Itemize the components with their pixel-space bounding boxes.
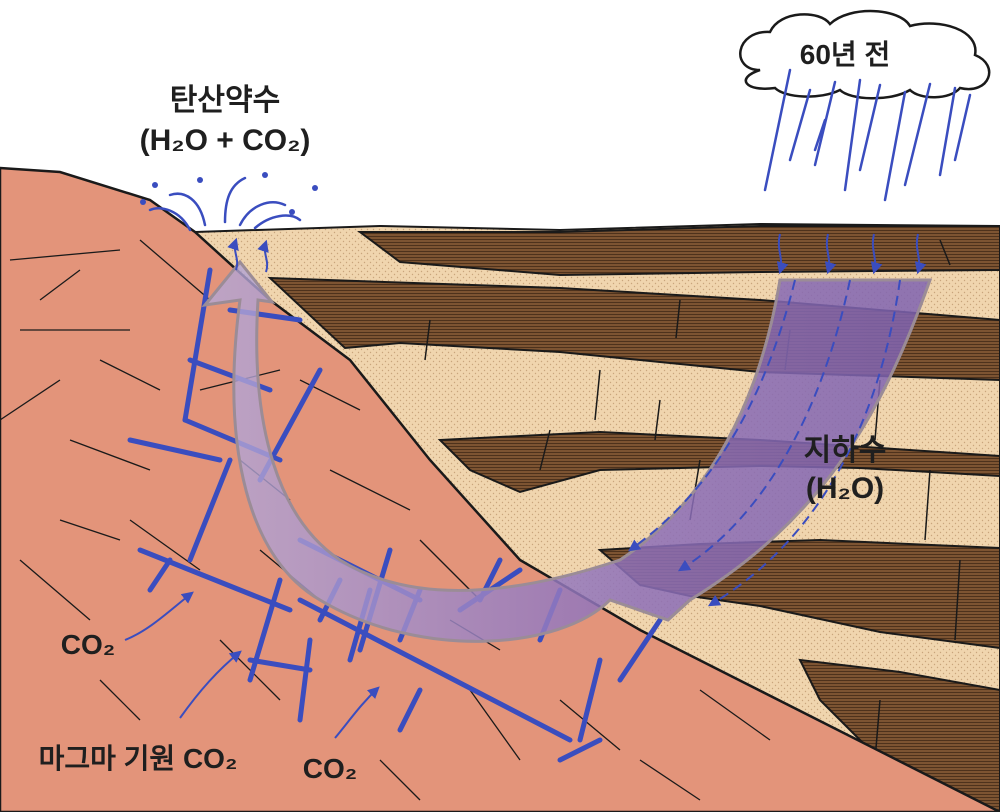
co2-label-left: CO₂	[61, 629, 115, 660]
infiltration-arrows	[776, 233, 927, 275]
spring-title: 탄산약수	[170, 84, 280, 117]
groundwater-title: 지하수	[804, 434, 887, 467]
co2-label-bottom: CO₂	[303, 753, 357, 784]
rain-streaks	[763, 68, 972, 202]
shale-layer-1	[357, 225, 1000, 277]
co2-source-arrows	[124, 591, 380, 739]
groundwater-flow-arrow	[201, 259, 933, 643]
spring-upward-arrows	[227, 237, 269, 273]
weather-time-label: 60년 전	[800, 39, 890, 70]
groundwater-dashed-paths	[628, 279, 901, 607]
spring-splash-icon	[140, 172, 318, 232]
magma-source-label: 마그마 기원 CO₂	[39, 743, 238, 774]
shale-layer-5	[798, 658, 1000, 812]
groundwater-formula: (H₂O)	[806, 472, 884, 505]
spring-formula: (H₂O + CO₂)	[140, 124, 311, 157]
rain-cloud-icon	[739, 9, 991, 100]
